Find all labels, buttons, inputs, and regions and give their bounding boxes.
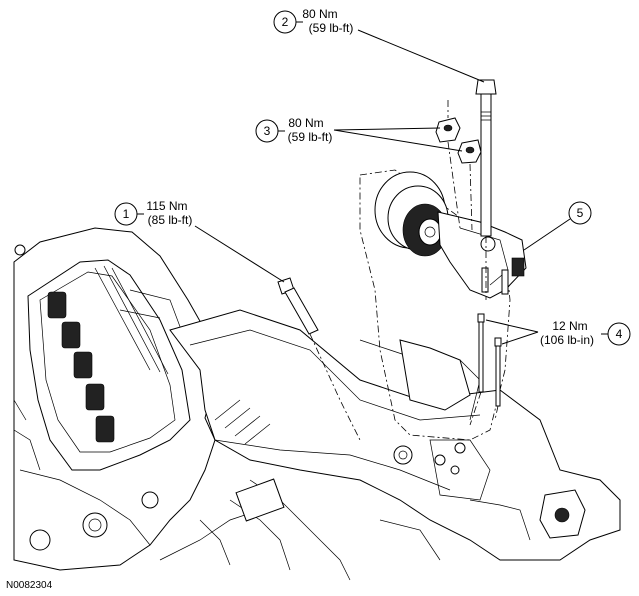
callout-5: 5 [523,201,592,251]
callout-4-torque-nm: 12 Nm [552,319,587,333]
engine-assembly [13,227,261,571]
callout-3: 3 80 Nm (59 lb-ft) [255,116,463,152]
engine-mount-assembly [359,169,527,441]
callout-2-torque-imperial: (59 lb-ft) [309,21,354,35]
bolt-2 [475,79,497,237]
callout-1-number: 1 [123,207,130,221]
figure-code: N0082304 [6,580,53,591]
callout-1-torque-nm: 115 Nm [146,199,187,213]
callout-1: 1 115 Nm (85 lb-ft) [114,199,285,283]
callout-2-torque-nm: 80 Nm [302,7,337,21]
callout-4: 4 12 Nm (106 lb-in) [485,319,631,347]
callout-4-number: 4 [616,327,623,341]
nuts-3 [435,117,482,164]
callout-3-number: 3 [264,124,271,138]
callout-2-number: 2 [282,15,289,29]
ignition-coils [47,291,115,443]
bolt-1 [277,277,319,335]
callout-5-number: 5 [577,206,584,220]
vehicle-frame [169,309,621,581]
callout-3-torque-nm: 80 Nm [288,116,323,130]
callout-2: 2 80 Nm (59 lb-ft) [273,7,485,83]
callout-3-torque-imperial: (59 lb-ft) [288,130,333,144]
callout-1-torque-imperial: (85 lb-ft) [148,213,193,227]
alignment-lines [309,100,499,441]
callout-4-torque-imperial: (106 lb-in) [540,333,594,347]
